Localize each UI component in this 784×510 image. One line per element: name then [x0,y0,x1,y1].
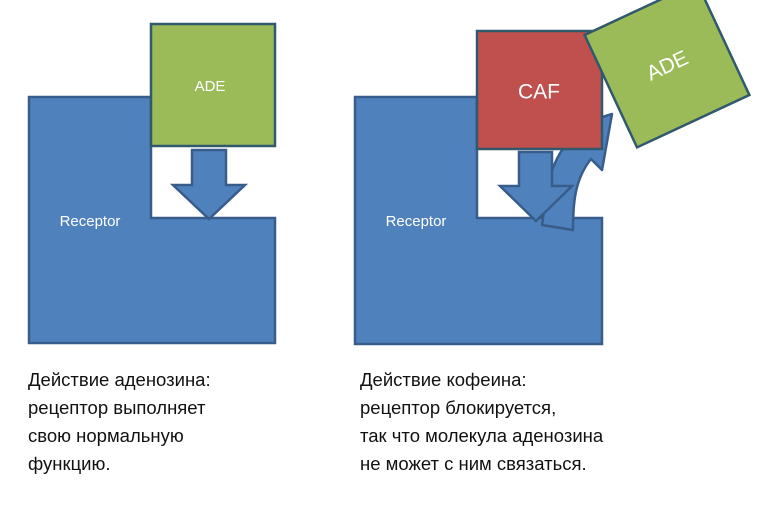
down-arrow-icon [169,148,249,221]
receptor-label: Receptor [60,213,121,230]
adenosine-square-group[interactable]: ADE [582,0,752,150]
caffeine-square[interactable] [475,29,604,151]
caffeine-label: CAF [518,81,560,104]
adenosine-illustration: Receptor ADE [0,0,350,360]
adenosine-square[interactable] [149,22,277,148]
adenosine-square[interactable] [582,0,752,150]
panel-adenosine: Receptor ADE Действие аденозина: рецепто… [0,0,350,510]
adenosine-label: ADE [195,78,226,95]
caffeine-illustration: Receptor CAF ADE [350,0,784,360]
receptor-label: Receptor [386,213,447,230]
panel-caffeine: Receptor CAF ADE Действие кофеина: рецеп… [350,0,784,510]
caption-adenosine: Действие аденозина: рецептор выполняет с… [28,369,211,474]
caption-caffeine: Действие кофеина: рецептор блокируется, … [360,369,604,474]
caffeine-illustration-svg: Receptor CAF ADE [353,0,752,346]
down-arrow-icon [496,150,576,223]
adenosine-illustration-svg: Receptor ADE [27,22,277,345]
